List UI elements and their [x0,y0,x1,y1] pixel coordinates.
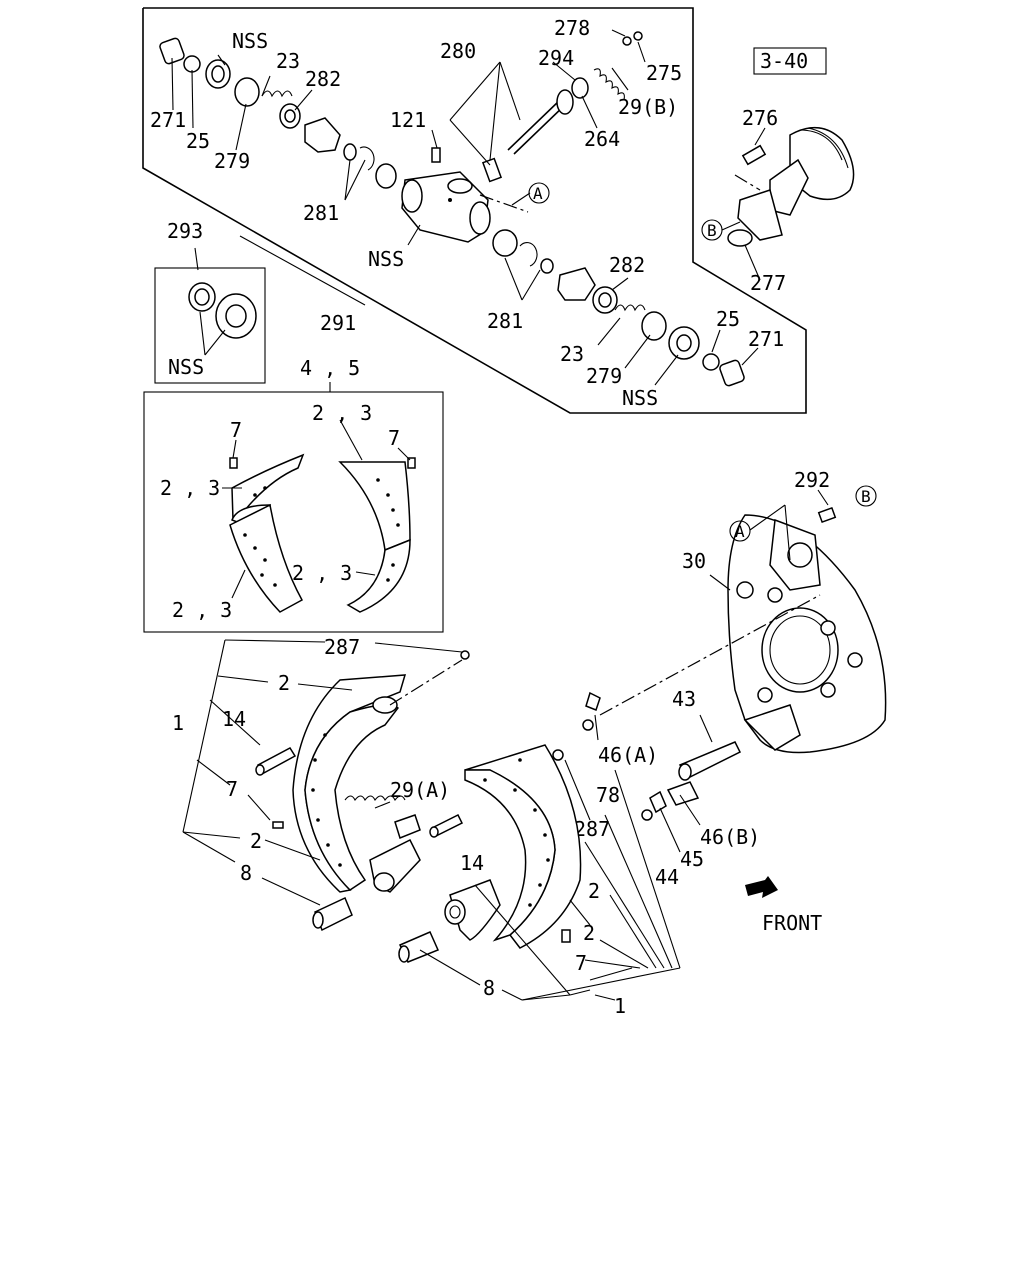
label-294: 294 [538,46,574,70]
callout-b-letter-chamber: B [707,221,717,240]
label-2-right-bottom: 2 [583,921,595,945]
backing-plate [709,485,887,754]
lining-box [143,382,444,633]
left-leader-bracket [182,639,463,906]
label-23-top: 23 [276,49,300,73]
right-leader-bracket [419,759,681,1001]
label-78: 78 [596,783,620,807]
label-25-top: 25 [186,129,210,153]
front-label: FRONT [762,911,822,935]
anchor-pin-hardware [582,594,821,853]
label-45: 45 [680,847,704,871]
label-7-box-left: 7 [230,418,242,442]
label-14-left: 14 [222,707,246,731]
label-276: 276 [742,106,778,130]
label-25-right: 25 [716,307,740,331]
label-7-right: 7 [575,951,587,975]
label-282-top: 282 [305,67,341,91]
label-264: 264 [584,127,620,151]
wheel-cylinder-panel [142,7,807,414]
label-2-3-mid: 2 , 3 [292,561,352,585]
left-cylinder-parts [159,37,397,189]
label-275: 275 [646,61,682,85]
label-14-right: 14 [460,851,484,875]
label-nss-box: NSS [168,355,204,379]
callout-b-letter-plate: B [861,487,871,506]
label-2-3-top: 2 , 3 [312,401,372,425]
label-4-5: 4 , 5 [300,356,360,380]
label-281-top: 281 [303,201,339,225]
right-cylinder-parts [492,229,745,387]
label-279-right: 279 [586,364,622,388]
callout-a-letter-top: A [533,184,543,203]
label-281-right: 281 [487,309,523,333]
brake-chamber [701,47,855,281]
right-brake-shoe [398,744,582,963]
label-2-left-bottom: 2 [250,829,262,853]
label-121: 121 [390,108,426,132]
label-2-left-top: 2 [278,671,290,695]
label-7-left: 7 [226,777,238,801]
label-282-right: 282 [609,253,645,277]
label-23-right: 23 [560,342,584,366]
label-nss-top: NSS [232,29,268,53]
seal-kit-box [154,247,266,384]
label-30: 30 [682,549,706,573]
bleeder-parts [431,31,643,183]
label-287-left: 287 [324,635,360,659]
label-7-box-right: 7 [388,426,400,450]
label-8-left: 8 [240,861,252,885]
ref-box-3-40: 3-40 [760,49,808,73]
label-nss-right: NSS [622,386,658,410]
callout-a-letter-plate: A [735,522,745,541]
left-brake-shoe [255,650,470,932]
label-1-left: 1 [172,711,184,735]
label-8-right: 8 [483,976,495,1000]
label-291: 291 [320,311,356,335]
label-46a: 46(A) [598,743,658,767]
label-46b: 46(B) [700,825,760,849]
wheel-cylinder-body [401,171,491,243]
label-1-right: 1 [614,994,626,1018]
label-43: 43 [672,687,696,711]
label-277: 277 [750,271,786,295]
front-arrow-icon [745,876,778,898]
label-292: 292 [794,468,830,492]
callout-a-top [479,182,550,213]
label-278: 278 [554,16,590,40]
label-29b: 29(B) [618,95,678,119]
leader-lines-top [171,29,759,386]
label-280: 280 [440,39,476,63]
label-2-3-left: 2 , 3 [160,476,220,500]
label-271-top: 271 [150,108,186,132]
label-287-right: 287 [574,817,610,841]
label-44: 44 [655,865,679,889]
label-293: 293 [167,219,203,243]
label-nss-mid: NSS [368,247,404,271]
label-2-3-bottom: 2 , 3 [172,598,232,622]
label-2-right-top: 2 [588,879,600,903]
label-271-right: 271 [748,327,784,351]
label-29a: 29(A) [390,778,450,802]
label-279-top: 279 [214,149,250,173]
